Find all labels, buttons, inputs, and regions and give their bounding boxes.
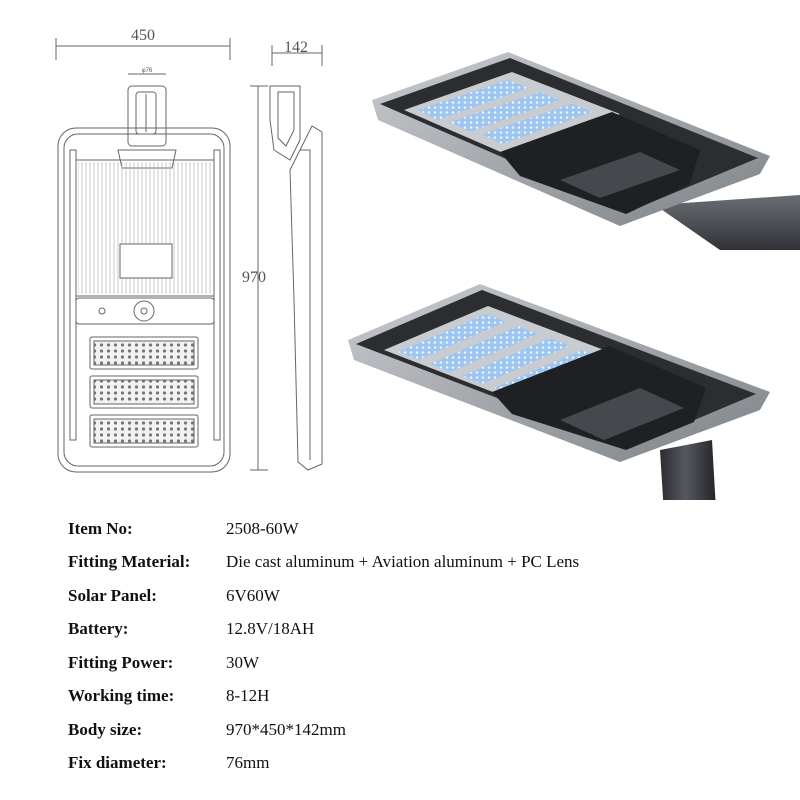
spec-label: Body size: [68, 719, 143, 739]
spec-row-solar-panel: Solar Panel: 6V60W [68, 579, 668, 613]
spec-value: Die cast aluminum + Aviation aluminum + … [226, 552, 580, 572]
spec-label: Fitting Power: [68, 652, 174, 672]
spec-value: 30W [226, 652, 260, 672]
spec-value: 8-12H [226, 686, 270, 706]
lamp-render-top [372, 52, 800, 250]
product-drawing: 450 φ76 142 970 [55, 27, 800, 500]
spec-label: Item No: [68, 518, 133, 538]
spec-row-fitting-power: Fitting Power: 30W [68, 646, 668, 680]
spec-label: Fitting Material: [68, 552, 191, 572]
spec-row-fix-diameter: Fix diameter: 76mm [68, 747, 668, 781]
diameter-mark: φ76 [142, 68, 153, 74]
spec-label: Fix diameter: [68, 753, 167, 773]
width-dimension: 450 [131, 27, 155, 44]
height-dimension: 970 [242, 269, 266, 286]
spec-row-battery: Battery: 12.8V/18AH [68, 613, 668, 647]
spec-row-item-no: Item No: 2508-60W [68, 512, 668, 546]
spec-row-working-time: Working time: 8-12H [68, 680, 668, 714]
specification-list: Item No: 2508-60W Fitting Material: Die … [68, 512, 668, 780]
spec-label: Battery: [68, 619, 129, 639]
side-view [250, 45, 323, 471]
spec-value: 970*450*142mm [226, 719, 346, 739]
spec-value: 6V60W [226, 585, 280, 605]
depth-dimension: 142 [284, 39, 308, 56]
spec-value: 12.8V/18AH [226, 619, 315, 639]
spec-label: Working time: [68, 686, 175, 706]
lamp-render-bottom [348, 284, 770, 500]
spec-row-body-size: Body size: 970*450*142mm [68, 713, 668, 747]
spec-value: 2508-60W [226, 518, 299, 538]
spec-row-fitting-material: Fitting Material: Die cast aluminum + Av… [68, 546, 668, 580]
front-view [55, 38, 231, 473]
spec-value: 76mm [226, 753, 270, 773]
spec-label: Solar Panel: [68, 585, 157, 605]
